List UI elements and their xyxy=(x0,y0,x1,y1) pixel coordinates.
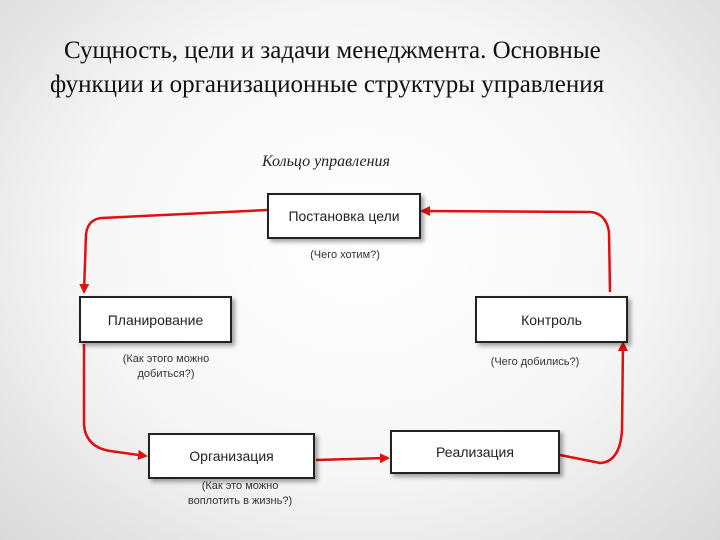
diagram-subtitle: Кольцо управления xyxy=(262,153,390,170)
node-realization: Реализация xyxy=(390,430,560,474)
arrow-goal-to-planning xyxy=(79,208,268,294)
arrow-control-to-goal xyxy=(420,206,612,293)
arrow-organization-to-realization xyxy=(315,453,390,464)
node-planning-note-line-2: добиться?) xyxy=(137,368,195,380)
node-organization-note-line-2: воплотить в жизнь?) xyxy=(187,495,293,507)
node-control: Контроль xyxy=(475,296,628,343)
slide-title-line-1: Сущность, цели и задачи менеджмента. Осн… xyxy=(64,37,601,64)
node-control-note: (Чего добились?) xyxy=(470,355,600,370)
node-planning-note: (Как этого можно добиться?) xyxy=(101,352,231,382)
node-planning-label: Планирование xyxy=(107,311,204,328)
node-organization: Организация xyxy=(148,433,315,479)
node-planning-note-line-1: (Как этого можно xyxy=(122,353,210,365)
node-control-note-line-1: (Чего добились?) xyxy=(490,356,580,368)
node-organization-note: (Как это можно воплотить в жизнь?) xyxy=(160,479,320,509)
node-control-label: Контроль xyxy=(521,311,582,328)
node-goal-setting: Постановка цели xyxy=(267,193,421,239)
node-organization-label: Организация xyxy=(189,448,274,464)
node-goal-setting-label: Постановка цели xyxy=(288,208,400,224)
slide-title-line-2: функции и организационные структуры упра… xyxy=(50,71,605,98)
node-realization-label: Реализация xyxy=(436,444,514,460)
slide-title: Сущность, цели и задачи менеджмента. Осн… xyxy=(50,34,690,102)
node-organization-note-line-1: (Как это можно xyxy=(201,480,279,492)
node-goal-setting-note: (Чего хотим?) xyxy=(268,248,422,263)
node-goal-setting-note-line-1: (Чего хотим?) xyxy=(310,249,380,261)
node-planning: Планирование xyxy=(79,296,232,343)
arrow-planning-to-organization xyxy=(82,344,148,460)
arrow-realization-to-control xyxy=(559,341,628,465)
